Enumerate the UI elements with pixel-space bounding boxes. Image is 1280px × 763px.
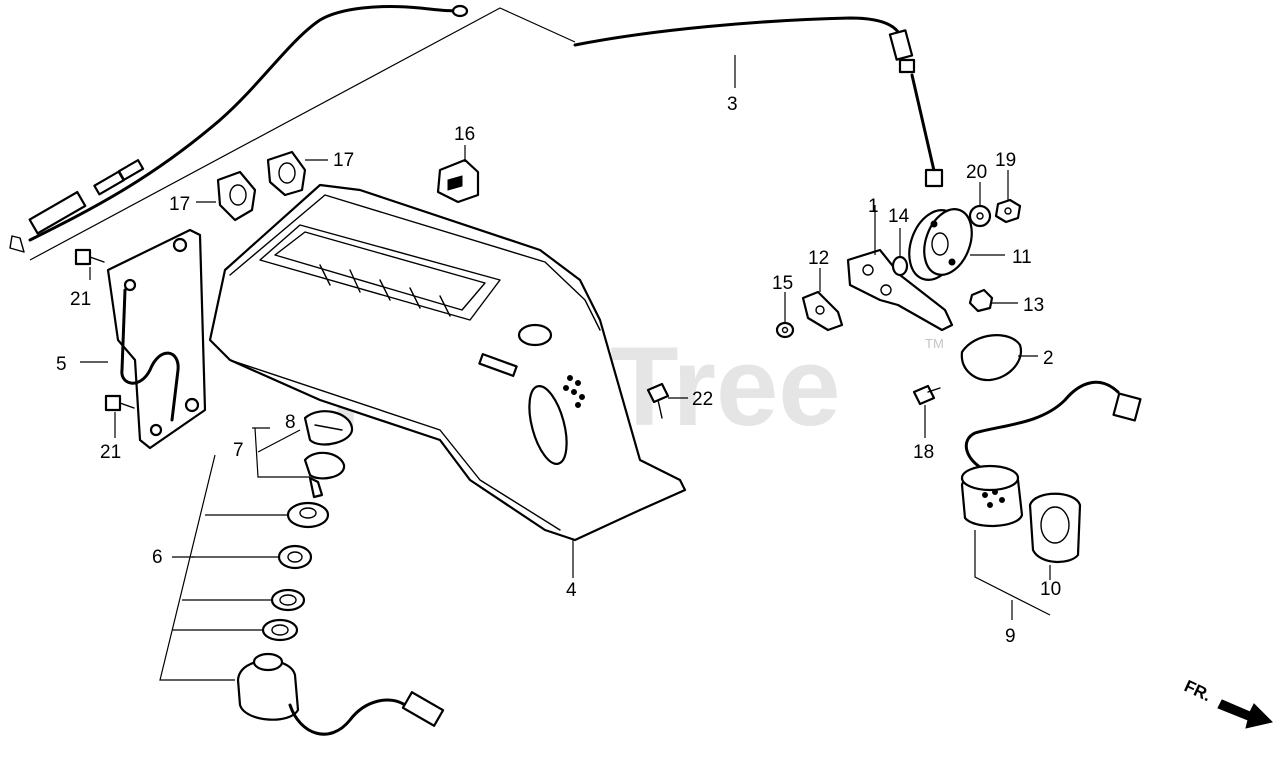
screw-part-18[interactable]: [912, 384, 941, 406]
watermark-trademark: TM: [925, 336, 944, 351]
callout-14: 14: [888, 206, 910, 227]
bracket-part-10[interactable]: [1028, 492, 1082, 563]
callout-5: 5: [56, 354, 67, 375]
callout-7: 7: [233, 440, 244, 461]
callout-17-right: 17: [333, 150, 354, 171]
callout-18: 18: [913, 442, 934, 463]
key-part-8[interactable]: [303, 410, 354, 446]
key-switch-assembly-part-6[interactable]: [236, 501, 445, 736]
front-arrow-icon: [1217, 699, 1273, 729]
callout-2: 2: [1043, 348, 1054, 369]
callout-15: 15: [772, 273, 793, 294]
callout-1: 1: [868, 196, 879, 217]
leader-9-a: [974, 530, 1051, 616]
block-part-13[interactable]: [968, 288, 994, 313]
callout-4: 4: [566, 580, 577, 601]
callout-16: 16: [454, 124, 475, 145]
bracket-plate-part-5[interactable]: [106, 228, 207, 450]
callout-11: 11: [1012, 247, 1032, 268]
front-direction-indicator: FR.: [1181, 676, 1273, 729]
leader-cable-bracket: [29, 7, 576, 261]
leader-8: [257, 429, 301, 453]
screw-part-21-upper[interactable]: [74, 248, 105, 266]
callout-19: 19: [995, 150, 1016, 171]
callout-12: 12: [808, 248, 829, 269]
lever-part-1[interactable]: [846, 248, 954, 332]
key-part-7[interactable]: [303, 451, 346, 499]
nut-part-19[interactable]: [994, 198, 1022, 224]
holder-part-16[interactable]: [436, 158, 480, 204]
front-label: FR.: [1181, 676, 1214, 705]
callout-9: 9: [1005, 626, 1016, 647]
callout-21-lower: 21: [100, 442, 121, 463]
switch-part-9[interactable]: [960, 380, 1142, 528]
throttle-cable-part-3[interactable]: [9, 4, 944, 253]
callout-8: 8: [285, 412, 296, 433]
clip-part-17-right[interactable]: [266, 150, 307, 197]
bracket-part-12[interactable]: [801, 290, 844, 332]
leader-7: [252, 427, 310, 478]
callout-20: 20: [966, 162, 987, 183]
clip-part-17-left[interactable]: [216, 170, 257, 222]
callout-13: 13: [1023, 295, 1044, 316]
washer-part-20[interactable]: [968, 204, 992, 228]
callout-22: 22: [692, 389, 713, 410]
callout-6: 6: [152, 547, 163, 568]
screw-part-22[interactable]: [646, 382, 670, 419]
washer-part-14[interactable]: [891, 255, 909, 277]
callouts: 1 2 3 4 5 6 7 8 9 10 11 12 13 14 15 16 1…: [56, 94, 1061, 647]
leader-6-items: [172, 514, 288, 631]
callout-10: 10: [1040, 579, 1061, 600]
callout-21-upper: 21: [70, 289, 91, 310]
callout-3: 3: [727, 94, 738, 115]
washer-part-15[interactable]: [775, 321, 795, 339]
screw-part-21-lower[interactable]: [104, 394, 135, 412]
cap-part-2[interactable]: [960, 334, 1023, 382]
control-cover-part-4[interactable]: [208, 183, 687, 542]
leader-6-bracket: [159, 454, 235, 681]
pulley-part-11[interactable]: [900, 203, 980, 288]
callout-17-left: 17: [169, 194, 190, 215]
